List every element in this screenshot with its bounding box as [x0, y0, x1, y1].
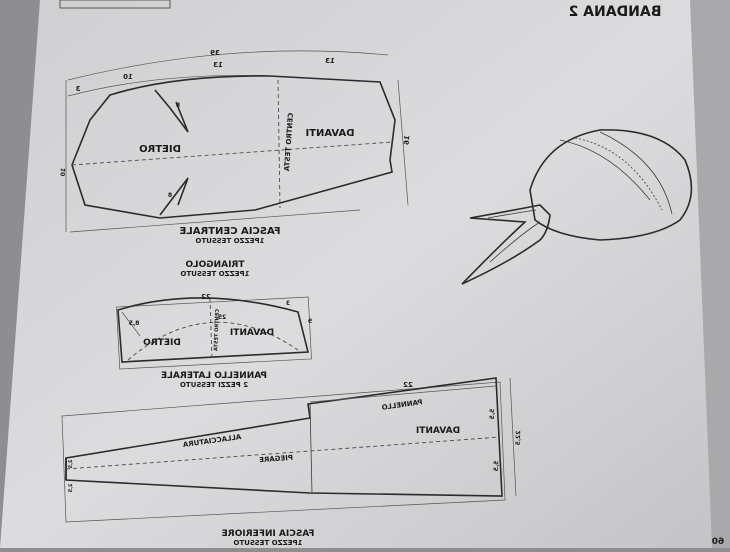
fi-dim-top: 22 [403, 381, 413, 389]
page-edge [690, 0, 730, 548]
dart-bottom [159, 177, 189, 216]
fi-divider [309, 403, 313, 494]
fc-dim-seg-b: 13 [213, 61, 223, 69]
fi-dim-right-line [509, 377, 517, 497]
fi-bounding-box [61, 381, 506, 523]
pl-label-center: CENTRO TESTA [213, 309, 220, 351]
fc-dim-seg-a: 13 [325, 57, 335, 65]
fascia-centrale-outline [71, 75, 396, 219]
page-title: BANDANA 2 [569, 4, 662, 20]
bandana-illustration [461, 129, 693, 285]
pl-dim-inner: 25 [218, 314, 226, 321]
pl-dim-top: 22 [201, 293, 211, 301]
fi-dim-top-line [309, 385, 497, 403]
fi-dim-left-b: 2,5 [68, 484, 74, 494]
dim-top-arc [67, 50, 389, 81]
pl-label-back: DIETRO [143, 338, 181, 348]
centerline-horizontal [71, 141, 393, 166]
fc-label-back: DIETRO [139, 144, 181, 155]
fascia-centrale-piece: DIETRO DAVANTI CENTRO TESTA 39 13 13 10 … [60, 49, 412, 245]
pl-dim-right-a: 3 [286, 300, 290, 307]
pl-centerline [209, 297, 213, 361]
dart-top [154, 89, 189, 133]
page-number: 60 [712, 537, 725, 547]
fi-subtitle: 1PEZZO TESSUTO [233, 539, 302, 547]
fi-dim-right-b: 5,5 [493, 461, 500, 472]
fc-dim-seg-d: 3 [75, 85, 80, 93]
fi-dim-right-a: 5,5 [489, 409, 496, 420]
fc-label-front: DAVANTI [305, 128, 354, 139]
top-frame-remnant [59, 0, 171, 9]
triangolo-title: TRIANGOLO [185, 260, 244, 270]
fi-dim-left-a: 2,5 [68, 460, 74, 470]
fc-title: FASCIA CENTRALE [179, 226, 280, 237]
fc-dim-small-1: 8 [176, 102, 180, 109]
fi-dim-right-total: 22,5 [515, 430, 523, 445]
pl-title: PANNELLO LATERALE [161, 371, 267, 381]
pl-diag-dim [121, 311, 141, 337]
fc-dim-left-height: 10 [60, 168, 68, 177]
dim-bottom-line [69, 209, 361, 233]
triangolo-subtitle: 1PEZZO TESSUTO [180, 270, 249, 278]
fc-subtitle: 1PEZZO TESSUTO [195, 237, 264, 245]
pannello-laterale-piece: DIETRO DAVANTI CENTRO TESTA 22 25 8,5 3 … [116, 293, 312, 389]
pl-inner-curve [127, 321, 299, 361]
fi-label-davanti: DAVANTI [416, 426, 460, 436]
pl-outline [117, 297, 310, 363]
fc-dim-height: 16 [403, 135, 412, 145]
fi-label-piegare: PIEGARE [259, 454, 294, 464]
fc-dim-total: 39 [210, 49, 220, 57]
pl-label-front: DAVANTI [230, 328, 274, 338]
pl-bounding-box [116, 296, 312, 370]
dim-right-line [397, 79, 409, 206]
fc-dim-seg-c: 10 [123, 73, 133, 81]
pl-dim-left-diag: 8,5 [129, 320, 140, 327]
fi-fold-line [65, 436, 501, 470]
centerline-vertical [277, 79, 281, 209]
fi-title: FASCIA INFERIORE [222, 529, 315, 539]
fc-dim-small-2: 8 [168, 192, 172, 199]
pl-dim-right-b: 9 [308, 318, 312, 325]
pl-subtitle: 2 PEZZI TESSUTO [180, 381, 248, 389]
